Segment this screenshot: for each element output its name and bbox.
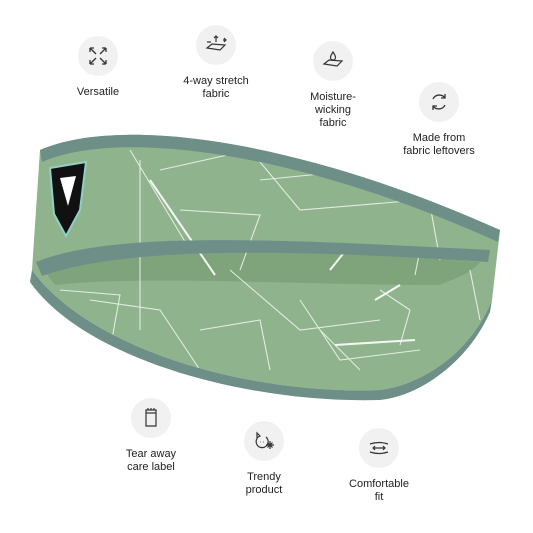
headband-inner-rim [36,240,490,276]
feature-label: Moisture- wicking fabric [310,91,356,129]
feature-leftovers: Made from fabric leftovers [384,82,494,158]
feature-moisture: Moisture- wicking fabric [278,41,388,130]
feature-label: Versatile [76,86,120,98]
feature-label: Comfortable fit [349,478,409,503]
feature-tear-away: Tear away care label [96,398,206,474]
cat-sparkle-icon [244,421,284,461]
feature-label: Made from fabric leftovers [403,132,475,157]
recycle-arrows-icon [419,82,459,122]
feature-versatile: Versatile [43,36,153,99]
fabric-stretch-icon [196,25,236,65]
care-label-icon [131,398,171,438]
feature-label: Tear away care label [125,448,177,473]
feature-label: 4-way stretch fabric [183,75,249,100]
headband-top-edge [40,134,500,242]
arrows-expand-icon [78,36,118,76]
feature-label: Trendy product [245,471,283,496]
feature-trendy: Trendy product [209,421,319,497]
logo-badge [48,160,88,239]
water-drop-fabric-icon [313,41,353,81]
feature-comfortable: Comfortable fit [324,428,434,504]
feature-stretch: 4-way stretch fabric [161,25,271,101]
comfort-arrows-icon [359,428,399,468]
